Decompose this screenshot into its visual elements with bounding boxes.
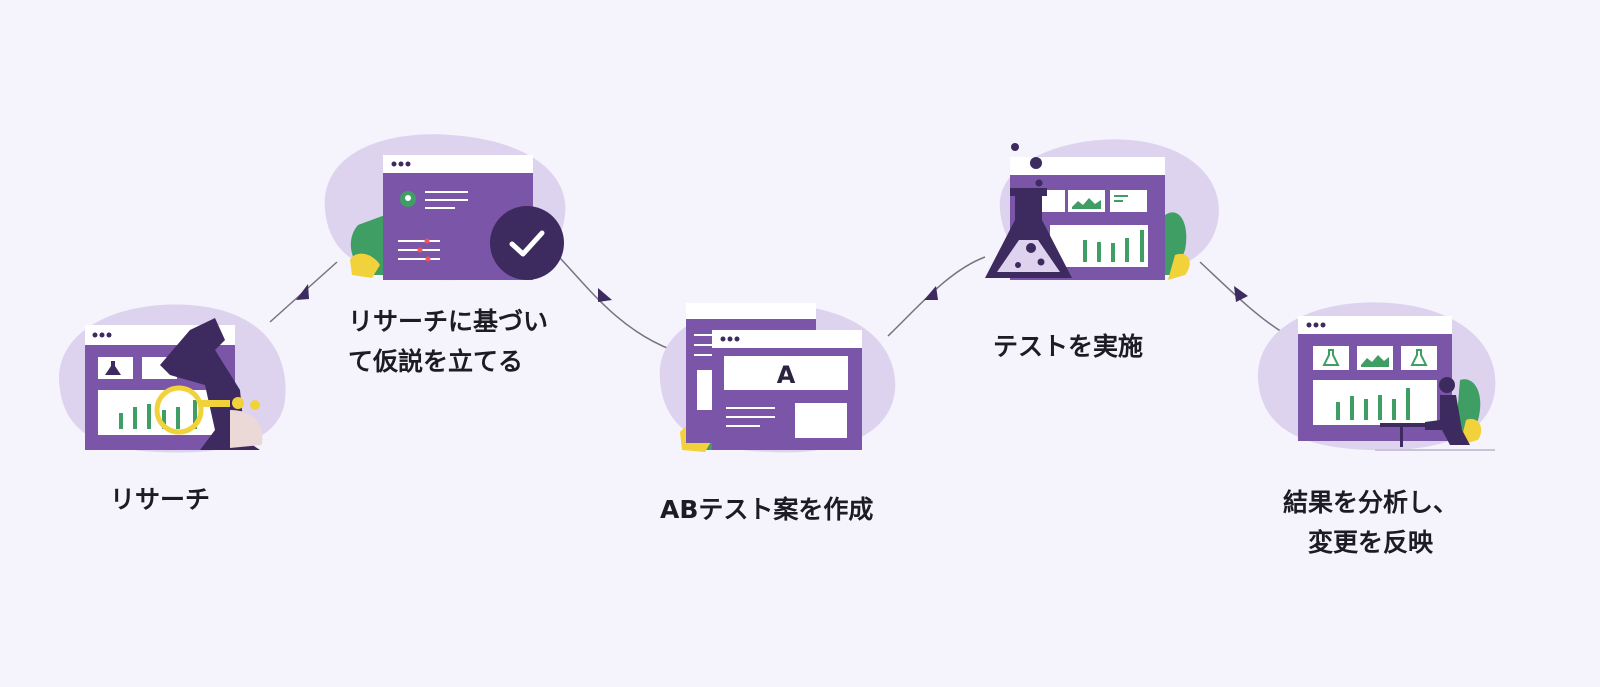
label-line: 結果を分析し、 [1283, 488, 1459, 517]
variant-letter: A [777, 361, 796, 389]
analyze-illustration [1257, 302, 1496, 451]
label-line: ABテスト案を作成 [660, 495, 874, 524]
step-label-analyze: 結果を分析し、 変更を反映 [1283, 483, 1458, 563]
label-line: 変更を反映 [1308, 528, 1434, 557]
label-line: て仮説を立てる [348, 347, 524, 376]
research-illustration [59, 304, 286, 453]
ab-test-illustration: A [659, 303, 896, 453]
connector-2-3 [559, 257, 673, 351]
step-label-run-test: テストを実施 [993, 327, 1143, 367]
label-line: リサーチに基づい [348, 307, 549, 336]
hypothesis-illustration [324, 134, 566, 281]
arrow-icon [296, 284, 309, 300]
label-line: テストを実施 [993, 332, 1144, 361]
arrow-icon [924, 286, 938, 300]
run-test-illustration [985, 139, 1219, 280]
connector-4-5 [1199, 261, 1283, 333]
step-label-research: リサーチ [110, 480, 210, 520]
label-line: リサーチ [110, 485, 211, 514]
flask-icon [985, 188, 1072, 278]
step-label-ab-test: ABテスト案を作成 [660, 490, 873, 530]
arrow-icon [598, 288, 612, 302]
check-icon [490, 206, 564, 280]
arrow-icon [1234, 286, 1248, 302]
step-label-hypothesis: リサーチに基づい て仮説を立てる [348, 302, 548, 382]
